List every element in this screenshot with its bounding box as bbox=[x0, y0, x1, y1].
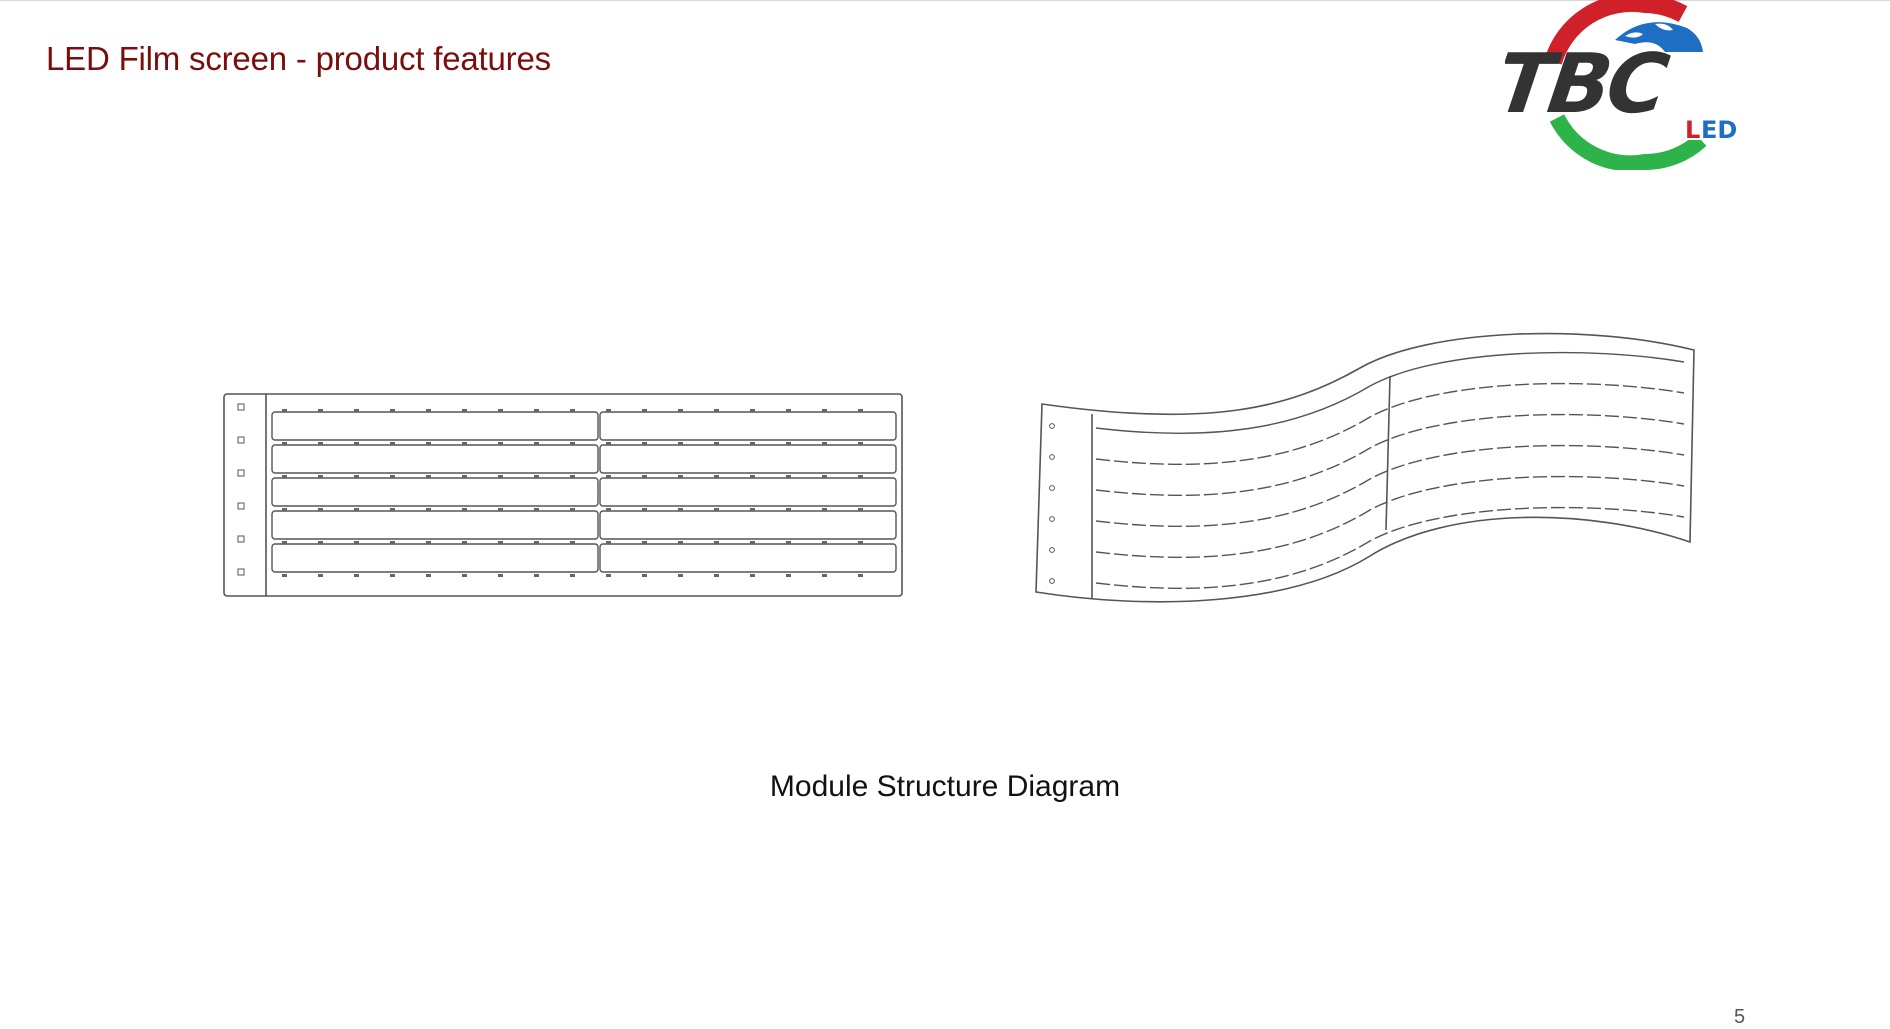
flat-module-diagram bbox=[222, 390, 906, 602]
svg-text:ED: ED bbox=[1701, 116, 1737, 144]
tbc-led-logo: TBC L ED bbox=[1505, 0, 1765, 170]
slide-title: LED Film screen - product features bbox=[46, 40, 551, 77]
tbc-led-logo-graphic: TBC L ED bbox=[1505, 0, 1737, 170]
top-divider bbox=[0, 0, 1890, 1]
curved-module-diagram bbox=[1030, 328, 1700, 612]
svg-text:TBC: TBC bbox=[1505, 37, 1674, 132]
diagram-caption: Module Structure Diagram bbox=[769, 770, 1121, 803]
page-number: 5 bbox=[1734, 1006, 1746, 1028]
svg-text:L: L bbox=[1685, 116, 1700, 144]
